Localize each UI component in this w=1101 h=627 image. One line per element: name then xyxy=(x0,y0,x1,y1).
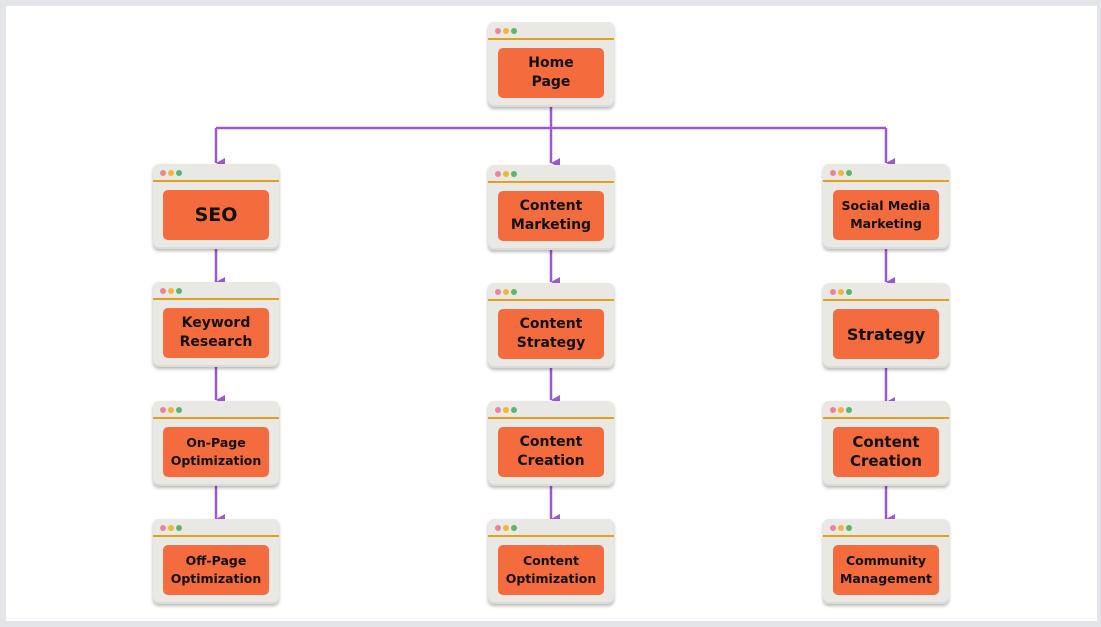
window-title-bar xyxy=(153,535,279,537)
node-home-page[interactable]: Home Page xyxy=(488,22,614,107)
window-title-bar xyxy=(488,181,614,183)
node-label: On-Page Optimization xyxy=(163,427,269,477)
node-label: Strategy xyxy=(833,309,939,359)
window-title-bar xyxy=(823,535,949,537)
node-label: Content Marketing xyxy=(498,191,604,241)
node-label: Content Strategy xyxy=(498,309,604,359)
window-title-bar xyxy=(823,417,949,419)
window-title-bar xyxy=(153,180,279,182)
window-title-bar xyxy=(488,299,614,301)
node-label: Home Page xyxy=(498,48,604,98)
window-title-bar xyxy=(153,417,279,419)
window-title-bar xyxy=(823,180,949,182)
node-keyword-research[interactable]: Keyword Research xyxy=(153,282,279,367)
window-title-bar xyxy=(153,298,279,300)
window-title-bar xyxy=(823,299,949,301)
window-title-bar xyxy=(488,417,614,419)
node-social-content-creation[interactable]: Content Creation xyxy=(823,401,949,486)
node-community-management[interactable]: Community Management xyxy=(823,519,949,604)
node-content-marketing[interactable]: Content Marketing xyxy=(488,165,614,250)
node-content-optimization[interactable]: Content Optimization xyxy=(488,519,614,604)
node-social-media-marketing[interactable]: Social Media Marketing xyxy=(823,164,949,249)
node-content-strategy[interactable]: Content Strategy xyxy=(488,283,614,368)
node-strategy[interactable]: Strategy xyxy=(823,283,949,368)
node-label: Community Management xyxy=(833,545,939,595)
node-label: Content Creation xyxy=(833,427,939,477)
node-label: SEO xyxy=(163,190,269,240)
node-content-creation[interactable]: Content Creation xyxy=(488,401,614,486)
window-title-bar xyxy=(488,535,614,537)
node-label: Content Creation xyxy=(498,427,604,477)
window-title-bar xyxy=(488,38,614,40)
node-label: Social Media Marketing xyxy=(833,190,939,240)
node-label: Keyword Research xyxy=(163,308,269,358)
node-on-page-optimization[interactable]: On-Page Optimization xyxy=(153,401,279,486)
node-seo[interactable]: SEO xyxy=(153,164,279,249)
node-off-page-optimization[interactable]: Off-Page Optimization xyxy=(153,519,279,604)
node-label: Off-Page Optimization xyxy=(163,545,269,595)
node-label: Content Optimization xyxy=(498,545,604,595)
